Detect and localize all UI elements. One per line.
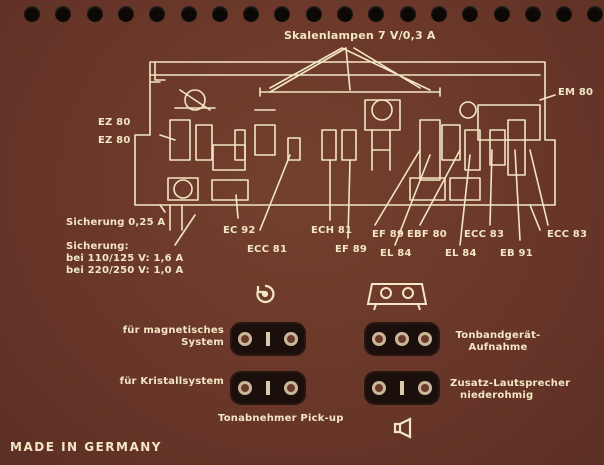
label-ecc83-b: ECC 83 [547,229,588,240]
label-ef89-a: EF 89 [335,244,368,255]
label-ez80-a: EZ 80 [98,117,131,128]
vent-hole [55,6,72,22]
vent-hole [180,6,197,22]
vent-hole [368,6,385,22]
output-socket-speaker[interactable] [366,373,438,403]
label-el84-b: EL 84 [445,248,477,259]
label-magnetic-2: System [181,337,224,348]
label-speaker-1: Zusatz-Lautsprecher [450,378,571,389]
label-tape-1: Tonbandgerät- [455,330,541,341]
made-in-germany: MADE IN GERMANY [10,440,162,454]
label-el84-a: EL 84 [380,248,412,259]
speaker-icon [393,417,412,439]
vent-hole [399,6,416,22]
output-socket-tape[interactable] [366,324,438,354]
label-speaker-2: niederohmig [460,390,534,401]
label-ez80-b: EZ 80 [98,135,131,146]
label-ef89-b: EF 89 [372,229,405,240]
vent-hole [274,6,291,22]
lamp-lines [269,47,431,93]
vent-hole [243,6,260,22]
vent-hole [524,6,541,22]
label-magnetic-1: für magnetisches [122,325,224,336]
label-fuse-220: bei 220/250 V: 1,0 A [66,265,184,276]
label-ec92: EC 92 [223,225,256,236]
chassis-outline [134,61,556,206]
vent-hole [587,6,604,22]
vent-hole [556,6,573,22]
label-pickup: Tonabnehmer Pick-up [218,413,344,424]
label-fuse-110: bei 110/125 V: 1,6 A [66,253,184,264]
label-crystal: für Kristallsystem [119,376,224,387]
label-eb91: EB 91 [500,248,533,259]
vent-hole [211,6,228,22]
vent-hole [86,6,103,22]
label-ecc81: ECC 81 [247,244,288,255]
vent-hole [493,6,510,22]
vent-hole [117,6,134,22]
label-dial-lamps: Skalenlampen 7 V/0,3 A [284,29,436,42]
tape-recorder-icon [366,283,428,311]
vent-hole [430,6,447,22]
label-ech81: ECH 81 [311,225,353,236]
label-fuse-title: Sicherung: [66,241,129,252]
label-tape-2: Aufnahme [468,342,528,353]
vent-hole [149,6,166,22]
label-ecc83-a: ECC 83 [464,229,505,240]
record-player-icon [256,284,275,304]
input-socket-crystal[interactable] [232,373,304,403]
vent-hole [462,6,479,22]
label-fuse-small: Sicherung 0,25 A [66,217,166,228]
label-ebf80: EBF 80 [407,229,447,240]
vent-hole [24,6,40,22]
label-em80: EM 80 [558,87,594,98]
input-socket-magnetic[interactable] [232,324,304,354]
vent-hole [305,6,322,22]
vent-hole [337,6,353,22]
